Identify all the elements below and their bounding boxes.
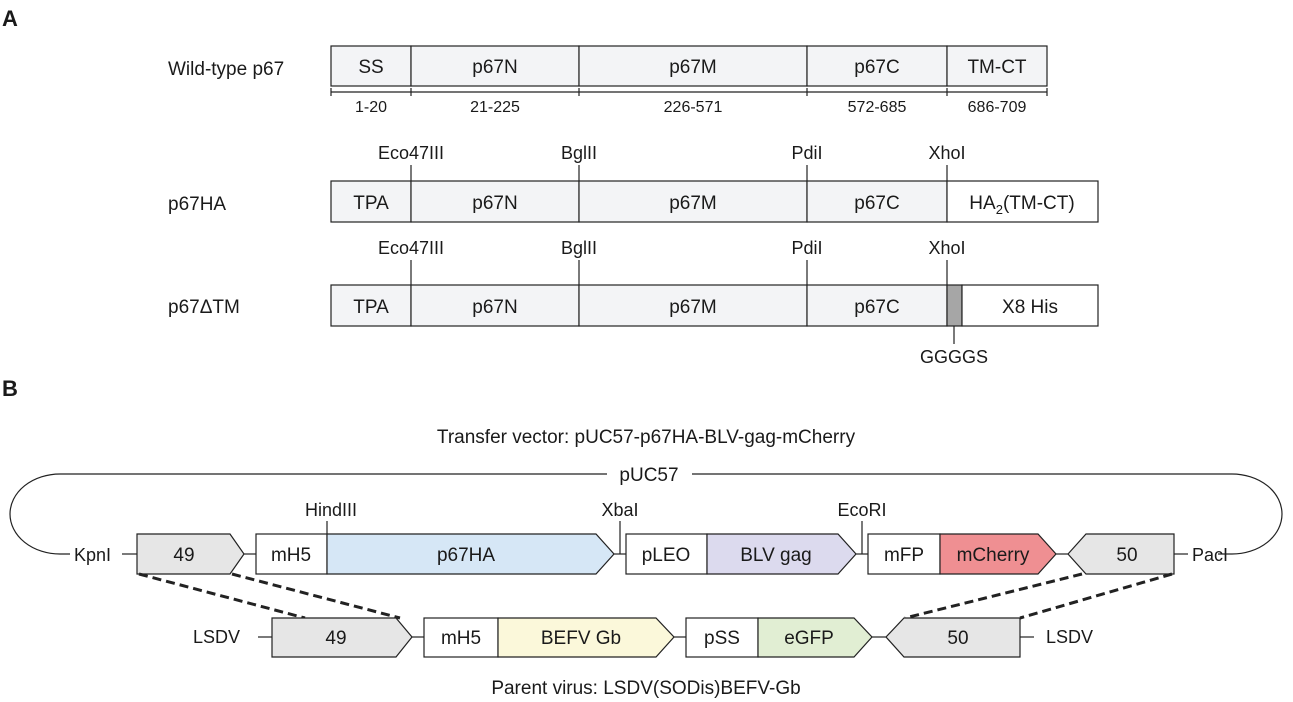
site-ecori: EcoRI: [837, 500, 886, 520]
virus-gene-befvgb: [497, 617, 675, 658]
p67dtm-site-pdii: PdiI: [791, 238, 822, 258]
p67ha-label-p67m: p67M: [669, 193, 717, 214]
transfer-label-49: 49: [173, 545, 194, 566]
range-p67n: 21-225: [470, 99, 520, 116]
p67ha-label-p67n: p67N: [472, 193, 517, 214]
range-p67m: 226-571: [664, 99, 723, 116]
p67dtm-label-p67c: p67C: [854, 297, 899, 318]
virus-label-egfp: eGFP: [784, 628, 834, 649]
p67ha-site-xhoi: XhoI: [928, 143, 965, 163]
p67dtm-label: p67ΔTM: [168, 297, 240, 318]
p67dtm-site-bglii: BglII: [561, 238, 597, 258]
wt-segment-ss: [330, 45, 412, 87]
backbone-label: pUC57: [619, 465, 678, 486]
site-hindiii: HindIII: [305, 500, 357, 520]
p67dtm-label-p67n: p67N: [472, 297, 517, 318]
panel-a-letter: A: [2, 6, 18, 31]
backbone-loop: [9, 473, 1283, 555]
wt-segment-p67m: [578, 45, 808, 87]
site-kpni: KpnI: [74, 545, 111, 565]
wt-label-p67c: p67C: [854, 57, 899, 78]
transfer-label-mh5: mH5: [271, 545, 311, 566]
p67ha-site-pdii: PdiI: [791, 143, 822, 163]
transfer-site-ticks: [326, 521, 863, 554]
residue-ruler: [330, 88, 1048, 96]
p67ha-site-bglii: BglII: [561, 143, 597, 163]
transfer-gene-p67ha: [326, 533, 615, 575]
virus-gene-egfp: [757, 617, 873, 658]
wildtype-bar: [330, 45, 1048, 87]
parent-virus-title: Parent virus: LSDV(SODis)BEFV-Gb: [491, 678, 800, 699]
range-ss: 1-20: [355, 99, 387, 116]
wt-segment-p67n: [410, 45, 580, 87]
transfer-label-blvgag: BLV gag: [740, 545, 811, 566]
wildtype-label: Wild-type p67: [168, 59, 284, 80]
p67dtm-segment-p67m: [578, 284, 808, 327]
virus-label-befvgb: BEFV Gb: [541, 628, 621, 649]
wt-label-p67m: p67M: [669, 57, 717, 78]
transfer-label-p67ha: p67HA: [437, 545, 495, 566]
virus-label-49: 49: [325, 628, 346, 649]
p67dtm-label-p67m: p67M: [669, 297, 717, 318]
p67ha-label-tpa: TPA: [353, 193, 389, 214]
panel-b-letter: B: [2, 376, 18, 401]
p67ha-segment-tpa: [330, 180, 412, 223]
transfer-label-mfp: mFP: [884, 545, 924, 566]
transfer-gene-blvgag: [706, 533, 857, 575]
virus-promoter-pss: [685, 617, 759, 658]
range-tmct: 686-709: [968, 99, 1027, 116]
p67dtm-segment-linker: [946, 284, 963, 327]
p67ha-segment-ha2: [946, 180, 1099, 223]
p67ha-site-eco47iii: Eco47III: [378, 143, 444, 163]
p67dtm-segment-tpa: [330, 284, 412, 327]
p67ha-bar: [330, 180, 1099, 223]
p67dtm-site-ticks: [410, 260, 948, 285]
recombination-lines: [138, 572, 1173, 620]
virus-label-mh5: mH5: [441, 628, 481, 649]
transfer-promoter-pleo: [625, 533, 708, 575]
transfer-label-pleo: pLEO: [642, 545, 691, 566]
wt-label-tmct: TM-CT: [967, 57, 1026, 78]
p67dtm-site-eco47iii: Eco47III: [378, 238, 444, 258]
wt-label-p67n: p67N: [472, 57, 517, 78]
wt-segment-tmct: [946, 45, 1048, 87]
virus-left-lsdv: LSDV: [193, 627, 240, 647]
site-xbai: XbaI: [601, 500, 638, 520]
transfer-flank-50: [1067, 533, 1175, 575]
transfer-promoter-mfp: [867, 533, 941, 575]
virus-right-lsdv: LSDV: [1046, 627, 1093, 647]
p67ha-label: p67HA: [168, 194, 226, 215]
transfer-label-50: 50: [1116, 545, 1137, 566]
transfer-flank-49: [136, 533, 245, 575]
virus-flank-50: [885, 617, 1021, 658]
p67dtm-segment-p67n: [410, 284, 580, 327]
virus-label-50: 50: [947, 628, 968, 649]
site-paci: PacI: [1192, 545, 1228, 565]
range-p67c: 572-685: [848, 99, 907, 116]
p67ha-segment-p67c: [806, 180, 948, 223]
p67ha-segment-p67n: [410, 180, 580, 223]
virus-label-pss: pSS: [704, 628, 740, 649]
p67dtm-segment-p67c: [806, 284, 948, 327]
wt-label-ss: SS: [358, 57, 383, 78]
transfer-vector-title: Transfer vector: pUC57-p67HA-BLV-gag-mCh…: [437, 427, 856, 448]
virus-flank-49: [271, 617, 413, 658]
p67ha-label-ha2: HA2(TM-CT): [969, 193, 1074, 217]
p67dtm-bar: [330, 284, 1099, 327]
transfer-label-mcherry: mCherry: [957, 545, 1030, 566]
p67dtm-segment-his: [961, 284, 1099, 327]
transfer-gene-mcherry: [939, 533, 1057, 575]
p67ha-label-p67c: p67C: [854, 193, 899, 214]
p67dtm-label-his: X8 His: [1002, 297, 1058, 318]
p67dtm-site-xhoi: XhoI: [928, 238, 965, 258]
p67dtm-label-tpa: TPA: [353, 297, 389, 318]
linker-label: GGGGS: [920, 347, 988, 367]
transfer-promoter-mh5: [255, 533, 328, 575]
p67ha-site-ticks: [410, 165, 948, 181]
